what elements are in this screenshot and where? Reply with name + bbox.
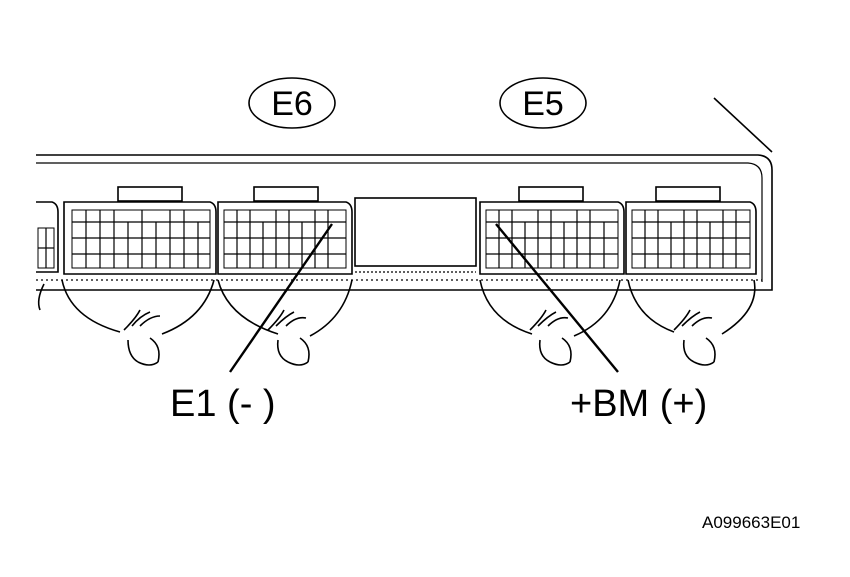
connector-1 bbox=[63, 186, 217, 275]
connector-left-label: E6 bbox=[271, 85, 313, 123]
harness-tuft-1 bbox=[123, 309, 161, 366]
harness-tuft-2 bbox=[267, 309, 310, 366]
pin-left-label: E1 (- ) bbox=[170, 383, 276, 425]
callout-e5: E5 bbox=[499, 77, 587, 129]
ecu-housing bbox=[36, 97, 773, 291]
center-module bbox=[354, 197, 477, 273]
harness-tuft-3 bbox=[529, 309, 572, 366]
leader-line-e1 bbox=[229, 223, 333, 373]
connector-partial-left bbox=[36, 201, 59, 273]
leader-line-bm bbox=[495, 223, 619, 373]
connector-right bbox=[625, 186, 757, 275]
wire-harnesses bbox=[37, 279, 756, 337]
connector-right-label: E5 bbox=[522, 85, 564, 123]
harness-tuft-4 bbox=[673, 309, 716, 366]
callout-e6: E6 bbox=[248, 77, 336, 129]
reference-code: A099663E01 bbox=[702, 513, 800, 532]
connector-e6 bbox=[217, 186, 353, 275]
pin-right-label: +BM (+) bbox=[570, 383, 707, 425]
